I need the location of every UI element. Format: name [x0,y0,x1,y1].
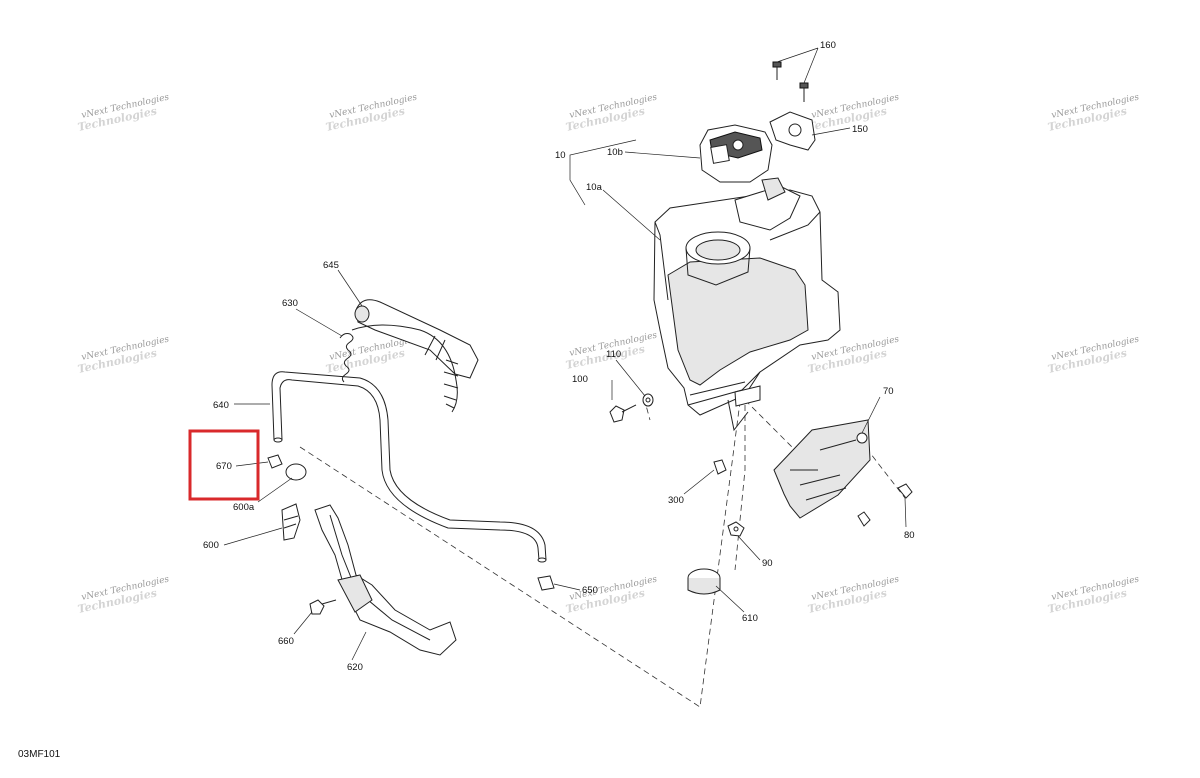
clamp-670 [267,454,283,469]
callout-670: 670 [216,461,232,472]
callout-300: 300 [668,495,684,506]
watermark: vNext Technologies Technologies [565,574,659,615]
callout-650: 650 [582,585,598,596]
watermark: vNext Technologies Technologies [1047,574,1141,615]
bracket-150 [769,111,816,151]
watermark: vNext Technologies Technologies [1047,334,1141,375]
mounting-plate-70 [773,419,871,519]
callout-600a: 600a [233,502,255,513]
callout-160: 160 [820,40,836,51]
fitting-600 [281,503,301,541]
diagram-code: 03MF101 [18,749,61,760]
callout-640: 640 [213,400,229,411]
screw-160-left [772,61,782,80]
callout-645: 645 [323,260,339,271]
washer-110 [642,393,654,407]
callout-10a: 10a [586,182,603,193]
watermark: vNext Technologies Technologies [77,92,171,133]
hose-645 [354,299,479,379]
watermark: vNext Technologies Technologies [325,92,419,133]
callout-100: 100 [572,374,588,385]
vent-tube-640 [271,371,547,563]
callout-110: 110 [606,349,621,360]
callout-80: 80 [904,530,915,541]
clip-300 [713,459,727,475]
screw-160-right [799,82,809,102]
callout-10b: 10b [607,147,623,158]
watermark: vNext Technologies Technologies [565,92,659,133]
leader-lines [223,47,907,661]
callout-620: 620 [347,662,363,673]
oil-tank-cap [699,124,773,183]
callout-630: 630 [282,298,298,309]
callout-150: 150 [852,124,868,135]
clamp-650 [537,575,555,591]
callout-labels: 160 150 10 10b 10a 645 630 640 670 600a … [203,40,915,673]
spring-630 [339,324,459,413]
callout-90: 90 [762,558,773,569]
callout-660: 660 [278,636,294,647]
watermark: vNext Technologies Technologies [77,574,171,615]
clamp-610 [687,568,721,595]
bolt-100 [609,404,637,423]
watermark: vNext Technologies Technologies [1047,92,1141,133]
o-ring-600a [285,463,307,481]
callout-10: 10 [555,150,566,161]
oil-tank [653,177,841,432]
callout-600: 600 [203,540,219,551]
watermark: vNext Technologies Technologies [807,574,901,615]
bolt-80-a [897,483,913,499]
bolt-80-b [857,511,871,527]
callout-610: 610 [742,613,758,624]
watermark: vNext Technologies Technologies [77,334,171,375]
bolt-660 [309,599,337,615]
nut-90 [727,521,745,537]
callout-70: 70 [883,386,894,397]
highlight-box [188,429,260,501]
filler-neck-620 [314,504,457,656]
